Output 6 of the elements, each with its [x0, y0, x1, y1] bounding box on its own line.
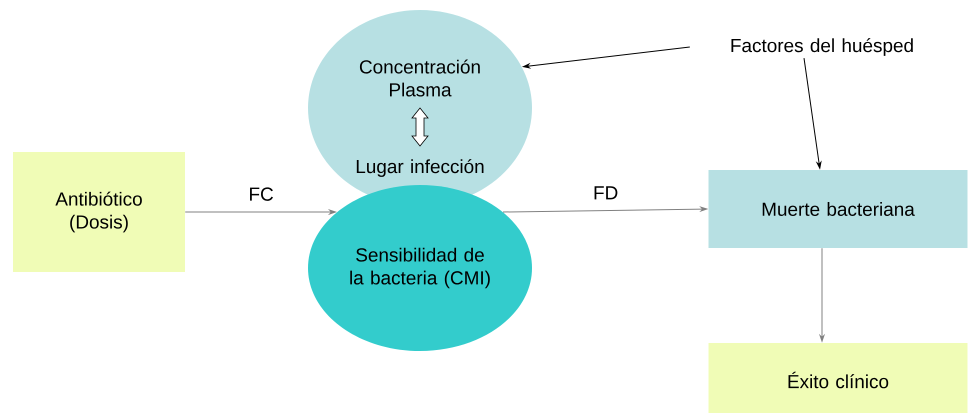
drug-box: Antibiótico (Dosis): [13, 152, 185, 272]
factor-label: Factores del huésped: [731, 38, 913, 56]
outcome-box: Muerte bacteriana: [708, 170, 968, 248]
edge-label: FD: [592, 185, 620, 200]
outcome-box: Éxito clínico: [708, 343, 968, 413]
edge-label: FC: [248, 186, 275, 202]
